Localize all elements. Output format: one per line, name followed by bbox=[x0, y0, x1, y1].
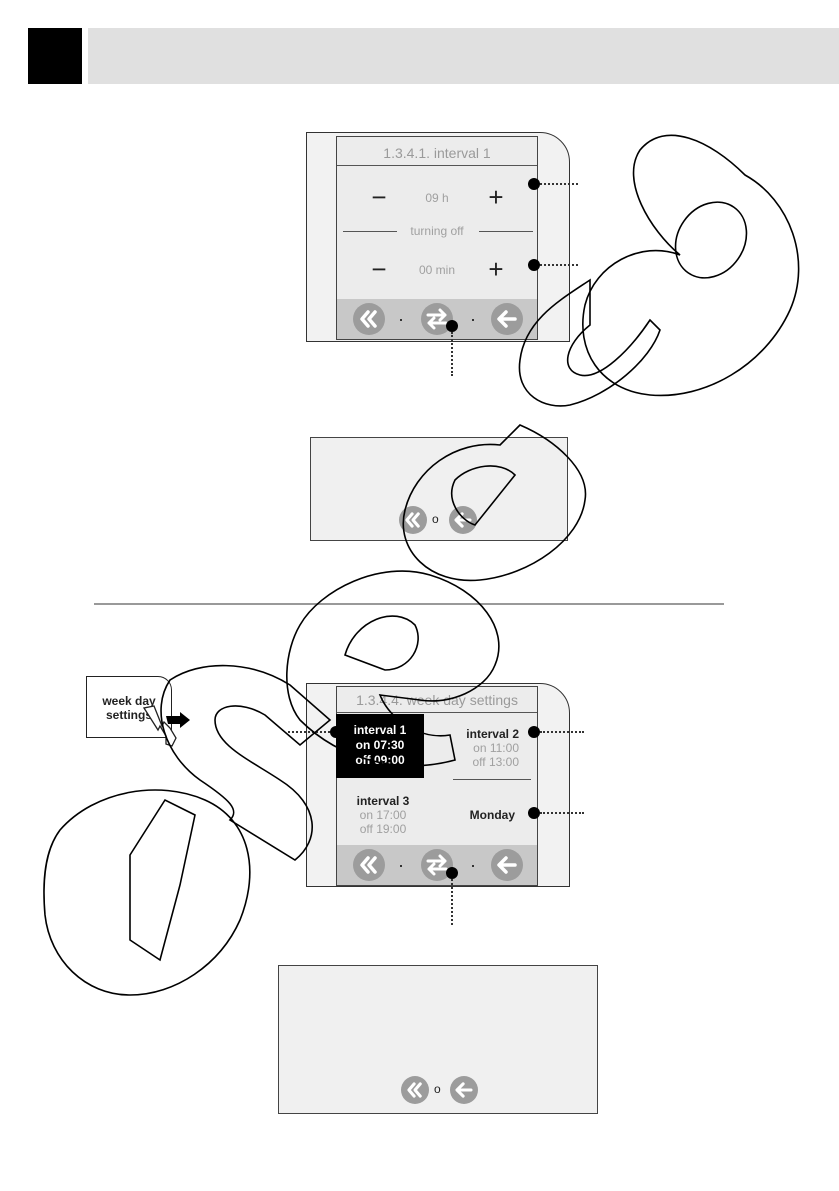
back-arrow-icon[interactable] bbox=[450, 1076, 478, 1104]
callout-marker bbox=[528, 178, 540, 190]
interval-1-title: interval 1 bbox=[353, 723, 407, 737]
hours-minus-button[interactable]: − bbox=[371, 182, 387, 212]
nav-bar bbox=[337, 299, 537, 339]
back-arrow-icon[interactable] bbox=[449, 506, 477, 534]
nav-dot bbox=[472, 865, 474, 867]
minutes-value: 00 min bbox=[418, 263, 456, 277]
interval-2-cell[interactable]: interval 2 on 11:00 off 13:00 bbox=[455, 727, 519, 769]
divider bbox=[337, 712, 537, 713]
double-back-icon[interactable] bbox=[353, 849, 385, 881]
swap-arrows-icon[interactable] bbox=[421, 303, 453, 335]
card-label-line-2: settings bbox=[105, 708, 152, 722]
page-title: 1.3.4.1. interval 1 bbox=[383, 145, 491, 161]
swap-arrows-icon[interactable] bbox=[421, 849, 453, 881]
callout-marker bbox=[446, 867, 458, 879]
arrow-right-icon bbox=[166, 712, 190, 728]
callout-line bbox=[540, 731, 584, 733]
nav-separator: o bbox=[432, 512, 439, 526]
nav-bar bbox=[337, 845, 537, 885]
callout-marker bbox=[528, 807, 540, 819]
hand-pointer-icon bbox=[142, 705, 190, 747]
interval-1-cell-selected[interactable]: interval 1 on 07:30 off 09:00 bbox=[336, 714, 424, 778]
interval-3-on: on 17:00 bbox=[359, 808, 407, 822]
callout-marker bbox=[446, 320, 458, 332]
callout-marker bbox=[528, 726, 540, 738]
card-label-line-1: week day bbox=[102, 694, 156, 708]
section-label: turning off bbox=[410, 224, 464, 238]
minutes-minus-button[interactable]: − bbox=[371, 254, 387, 284]
double-back-icon[interactable] bbox=[401, 1076, 429, 1104]
page-title: 1.3.4.4. week day settings bbox=[356, 692, 518, 708]
back-arrow-icon[interactable] bbox=[491, 303, 523, 335]
callout-line bbox=[288, 731, 330, 733]
hours-value: 09 h bbox=[425, 191, 449, 205]
section-marker bbox=[28, 28, 82, 84]
screen-interval-1: 1.3.4.1. interval 1 − 09 h + turning off… bbox=[336, 136, 538, 340]
divider bbox=[337, 165, 537, 166]
nav-dot bbox=[400, 319, 402, 321]
nav-dot bbox=[472, 319, 474, 321]
minutes-plus-button[interactable]: + bbox=[488, 254, 504, 284]
back-arrow-icon[interactable] bbox=[491, 849, 523, 881]
nav-dot bbox=[400, 865, 402, 867]
interval-3-title: interval 3 bbox=[356, 794, 410, 808]
divider bbox=[453, 779, 531, 780]
day-selector[interactable]: Monday bbox=[469, 808, 515, 822]
divider bbox=[479, 231, 533, 232]
double-back-icon[interactable] bbox=[353, 303, 385, 335]
interval-3-off: off 19:00 bbox=[359, 822, 407, 836]
divider bbox=[343, 231, 397, 232]
callout-line bbox=[540, 264, 578, 266]
header-bar bbox=[88, 28, 839, 84]
interval-1-off: off 09:00 bbox=[355, 753, 405, 767]
double-back-icon[interactable] bbox=[399, 506, 427, 534]
callout-marker bbox=[528, 259, 540, 271]
callout-line bbox=[451, 332, 453, 376]
interval-1-on: on 07:30 bbox=[355, 738, 405, 752]
callout-line bbox=[451, 879, 453, 925]
interval-2-off: off 13:00 bbox=[472, 755, 520, 769]
callout-marker bbox=[330, 726, 342, 738]
callout-line bbox=[540, 183, 578, 185]
nav-separator: o bbox=[434, 1082, 441, 1096]
interval-3-cell[interactable]: interval 3 on 17:00 off 19:00 bbox=[351, 794, 415, 836]
section-separator bbox=[94, 603, 724, 605]
interval-2-on: on 11:00 bbox=[473, 741, 519, 755]
result-screen-1: o bbox=[310, 437, 568, 541]
callout-line bbox=[540, 812, 584, 814]
hours-plus-button[interactable]: + bbox=[488, 182, 504, 212]
interval-2-title: interval 2 bbox=[466, 727, 519, 741]
result-screen-2: o bbox=[278, 965, 598, 1114]
